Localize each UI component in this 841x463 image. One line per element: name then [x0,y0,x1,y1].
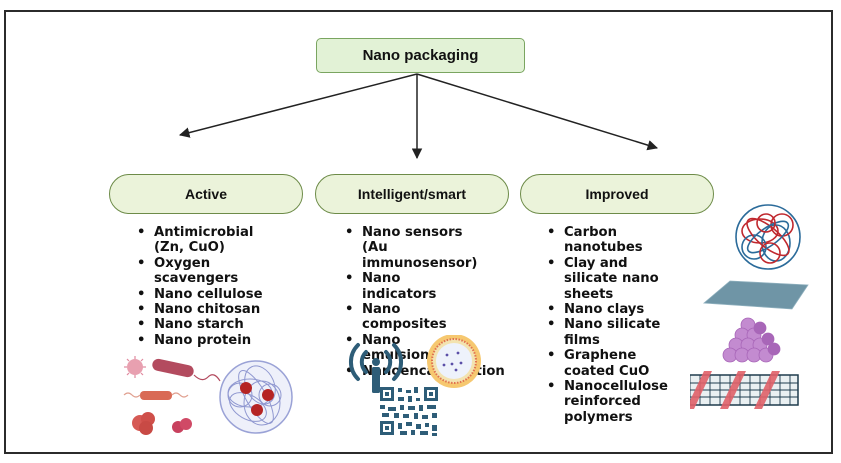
microbes-and-nanoparticle-mesh-icon [123,356,293,435]
wireless-sensor-qr-code-nanoemulsion-icon [348,335,481,436]
list-item: Nanocellulose reinforced polymers [545,379,680,425]
list-item: Nano composites [343,302,468,333]
list-item: Clay and silicate nano sheets [545,256,680,302]
coccus-cluster-icon [132,412,155,435]
list-item: Nano protein [135,333,270,349]
active-item-list: Antimicrobial (Zn, CuO) Oxygen scavenger… [135,225,270,349]
list-item: Nano silicate films [545,317,680,348]
nanoparticle-mesh-icon [219,360,293,434]
list-item: Nano indicators [343,271,468,302]
nanofiber-ball-icon [735,204,801,270]
nanoemulsion-droplet-icon [427,335,481,388]
diplococcus-icon [172,418,192,433]
list-item: Carbon nanotubes [545,225,680,256]
root-label: Nano packaging [362,47,479,64]
category-label: Active [184,186,228,202]
qr-code-icon [380,387,438,436]
improved-item-list: Carbon nanotubes Clay and silicate nano … [545,225,680,425]
category-label: Intelligent/smart [357,186,467,202]
category-active: Active [109,174,303,214]
list-item: Nano starch [135,317,270,333]
virus-icon [124,356,146,378]
list-item: Oxygen scavengers [135,256,270,287]
list-item: Nano sensors (Au immunosensor) [343,225,477,271]
nanoparticle-cluster-icon [722,317,781,363]
wireless-sensor-icon [348,343,404,393]
diagram-frame [4,10,833,454]
list-item: Nano cellulose [135,287,270,303]
list-item: Graphene coated CuO [545,348,680,379]
flagellated-bacterium-icon [123,391,189,400]
list-item: Antimicrobial (Zn, CuO) [135,225,270,256]
nano-sheet-icon [702,280,809,310]
arrow-to-improved [416,73,659,151]
bacillus-icon [152,358,221,382]
nanofiber-sheet-cluster-nanotube-icon [690,204,809,409]
root-node-nano-packaging: Nano packaging [316,38,525,73]
list-item: Nano chitosan [135,302,270,318]
list-item: Nano clays [545,302,680,318]
arrow-to-active [178,73,418,138]
category-label: Improved [585,186,649,202]
category-improved: Improved [520,174,714,214]
carbon-nanotube-icon [690,371,799,409]
category-intelligent-smart: Intelligent/smart [315,174,509,214]
